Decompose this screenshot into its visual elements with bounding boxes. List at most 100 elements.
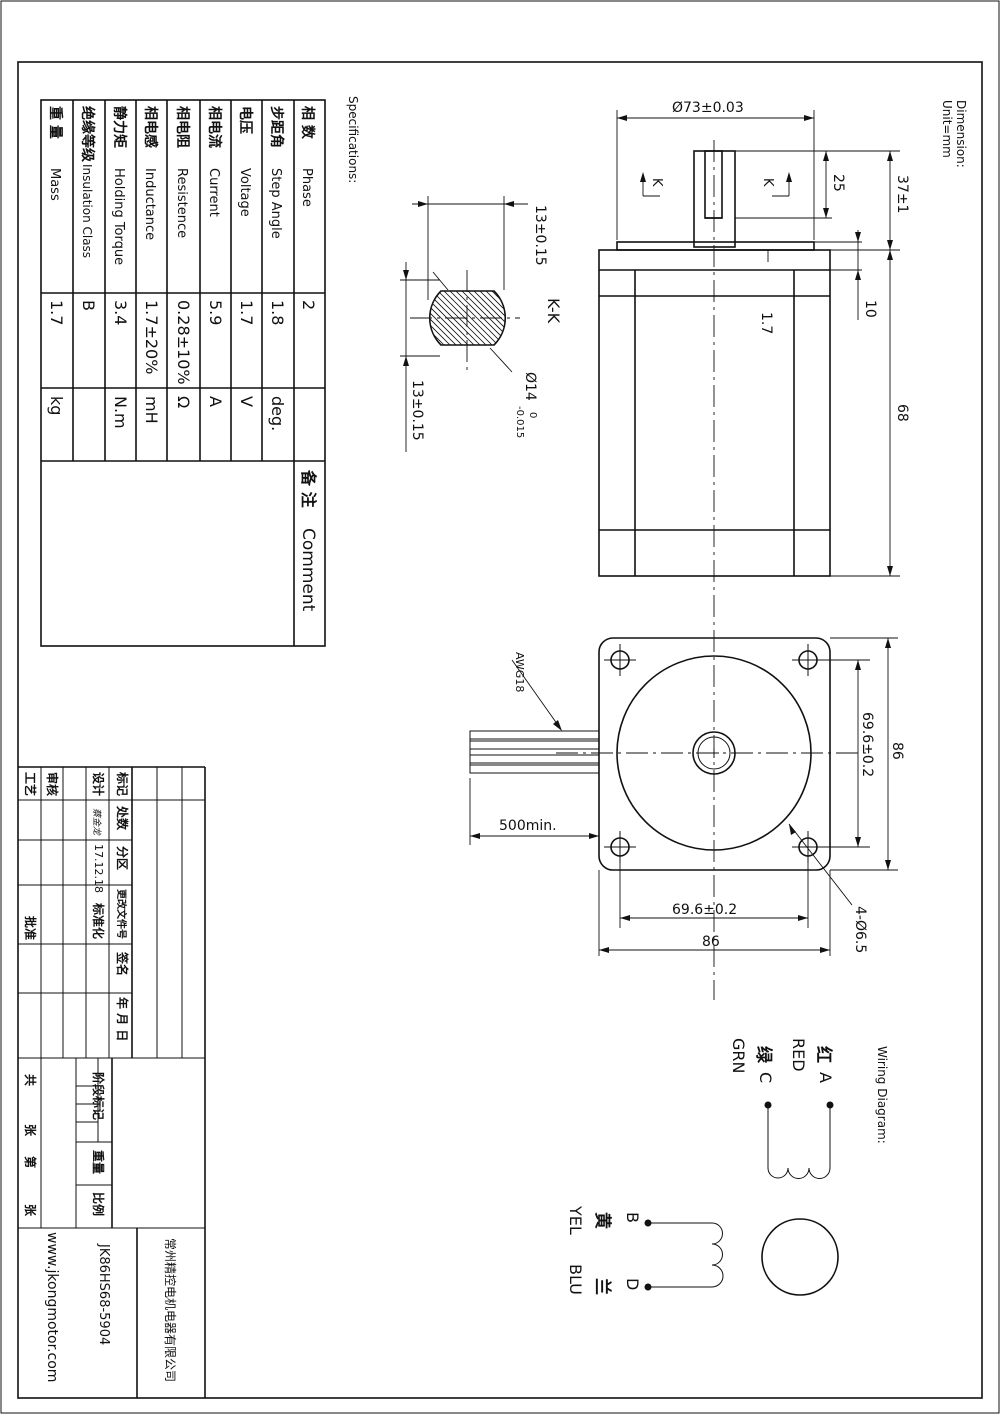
section-hatch-line [429, 291, 506, 345]
specifications-label: Specifications: [346, 96, 360, 183]
dimension-note: Dimension: [954, 100, 968, 168]
kk-section-view [400, 196, 528, 452]
spec-cell-unit: mH [142, 396, 161, 424]
spec-cell-en: Inductance [142, 168, 157, 240]
spec-cell-unit: Ω [174, 396, 193, 408]
tb-sheet-no: 第 [23, 1156, 38, 1168]
tb-approve: 批准 [23, 916, 38, 940]
tb-weight: 重量 [91, 1150, 106, 1174]
tb-designer: 蔡金龙 [91, 808, 102, 836]
spec-cell-unit: N.m [111, 396, 130, 429]
spec-cell-en: Mass [47, 168, 62, 201]
wire-grn-phase: C [756, 1072, 775, 1083]
wire-yel-en: YEL [566, 1205, 585, 1235]
spec-cell-value: 3.4 [111, 300, 130, 325]
tb-sheets: 张 [23, 1124, 38, 1137]
dim-kk-dia-upper: 0 [527, 412, 538, 418]
spec-cell-value: 1.7 [237, 300, 256, 325]
tb-model: JK86HS68-5904 [96, 1243, 111, 1345]
tb-company: 常州精控电机电器有限公司 [163, 1238, 177, 1382]
wiring-diagram-label: Wiring Diagram: [875, 1046, 889, 1144]
spec-cell-en: Holding Torque [111, 168, 126, 265]
section-hatch-line [429, 291, 506, 345]
wire-yel-cn: 黄 [592, 1212, 613, 1229]
section-marker-right: K [760, 178, 775, 187]
comment-en: Comment [298, 528, 318, 612]
dim-kk-dia: Ø14 [522, 372, 538, 401]
spec-cell-en: Current [206, 168, 221, 217]
dim-size-v: 86 [889, 742, 905, 760]
dim-hole-pitch-v: 69.6±0.2 [859, 712, 875, 777]
dim-body-dia-lines [616, 110, 815, 240]
spec-cell-cn: 相 数 [299, 106, 316, 140]
dim-right-lines [735, 150, 900, 577]
wire-grn-en: GRN [729, 1038, 748, 1073]
wire-yel-phase: B [623, 1212, 642, 1223]
tb-design: 设计 [91, 772, 106, 796]
wire-blu-cn: 兰 [592, 1278, 613, 1295]
motor-front-view [469, 637, 898, 956]
tb-ratio: 比例 [91, 1192, 106, 1216]
comment-cn: 备 注 [299, 469, 318, 508]
spec-cell-en: Resistence [174, 168, 189, 238]
dim-flange: 10 [862, 300, 878, 318]
spec-cell-cn: 电压 [237, 106, 254, 134]
spec-cell-en: Insulation Class [80, 164, 94, 258]
inner-border [17, 61, 983, 1399]
section-marker-left: K [649, 178, 664, 187]
wiring-diagram [644, 1101, 839, 1296]
wire-red-en: RED [789, 1038, 808, 1072]
tb-zone: 分区 [115, 846, 130, 870]
tb-design-date: 17.12.18 [92, 844, 105, 893]
tb-change-doc: 更改文件号 [115, 889, 128, 939]
dim-shaft-length: 37±1 [894, 175, 910, 213]
dim-kk-top: 13±0.15 [532, 205, 548, 266]
section-hatch-line [429, 291, 496, 345]
tb-sign: 签名 [115, 951, 130, 976]
wire-grn-cn: 绿 [753, 1046, 774, 1064]
dim-key-length: 25 [830, 174, 846, 192]
tb-date: 年 月 日 [115, 997, 130, 1041]
wire-blu-phase: D [623, 1278, 642, 1290]
spec-cell-unit: deg. [268, 396, 287, 431]
dim-body-dia: Ø73±0.03 [672, 100, 744, 116]
spec-cell-value: 0.28±10% [174, 300, 193, 385]
tb-process: 工艺 [23, 772, 38, 796]
dim-kk-bottom: 13±0.15 [409, 380, 425, 441]
tb-website: www.jkongmotor.com [44, 1232, 60, 1382]
tb-standardize: 标准化 [91, 902, 106, 939]
spec-cell-cn: 相电流 [206, 106, 223, 148]
section-hatch-line [429, 291, 502, 345]
tb-sheet-end: 张 [23, 1204, 38, 1217]
dim-lead-wire: 500min. [499, 818, 557, 834]
dim-kk-dia-lower: -0.015 [514, 406, 525, 438]
tb-review: 审核 [45, 772, 60, 796]
dim-size-h: 86 [702, 934, 720, 950]
spec-table-grid [40, 99, 326, 647]
spec-cell-value: B [79, 300, 98, 311]
wire-red-cn: 红 [813, 1046, 834, 1063]
spec-cell-value: 5.9 [206, 300, 225, 325]
title-block-grid [18, 766, 236, 1399]
dim-holes: 4-Ø6.5 [852, 906, 868, 953]
tb-count: 处数 [115, 805, 130, 831]
spec-cell-cn: 重 量 [47, 106, 64, 139]
wire-red-phase: A [816, 1072, 835, 1083]
dim-boss: 1.7 [758, 312, 774, 334]
spec-cell-value: 1.7 [47, 300, 66, 325]
spec-cell-cn: 相电阻 [174, 106, 191, 148]
spec-cell-en: Phase [299, 168, 314, 207]
dim-body-length: 68 [894, 404, 910, 422]
tb-total: 共 [23, 1074, 38, 1086]
dim-hole-pitch-h: 69.6±0.2 [672, 902, 737, 918]
spec-cell-cn: 绝缘等级 [79, 106, 96, 163]
wire-blu-en: BLU [566, 1264, 585, 1295]
dim-awg: AWG18 [513, 652, 526, 692]
tb-mark: 标记 [115, 771, 130, 796]
spec-cell-value: 1.8 [268, 300, 287, 325]
tb-stage-mark: 阶段标记 [91, 1072, 106, 1120]
spec-cell-en: Step Angle [268, 168, 283, 239]
